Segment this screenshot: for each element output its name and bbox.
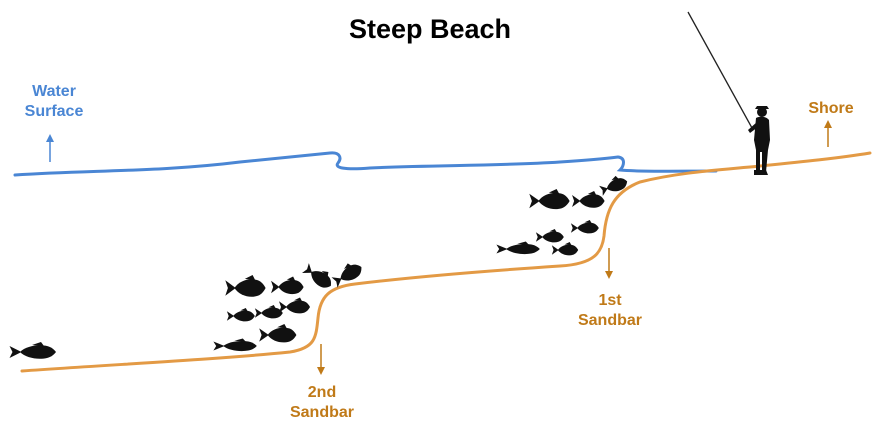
second-sandbar-label-line2: Sandbar [289, 404, 354, 421]
fish-icon [301, 259, 337, 292]
first-sandbar-label: 1st Sandbar [570, 291, 650, 331]
second-sandbar-label: 2nd Sandbar [282, 383, 362, 423]
water-surface-label-line2: Surface [24, 103, 84, 120]
water-surface-arrow [46, 134, 54, 162]
water-surface-line [13, 151, 718, 177]
fish-icon [9, 342, 56, 359]
fisherman-icon [687, 11, 770, 175]
fish-icon [496, 241, 540, 255]
fish-icon [535, 229, 564, 243]
first-sandbar-label-line1: 1st [598, 292, 622, 309]
shore-arrow [824, 120, 832, 147]
sea-floor-line [20, 151, 872, 373]
fish-icon [226, 308, 255, 322]
fish-icon [570, 220, 599, 234]
first-sandbar-arrow [605, 248, 613, 279]
fish-icon [572, 191, 605, 208]
fish-icon [551, 242, 579, 256]
shore-label: Shore [808, 100, 854, 117]
second-sandbar-arrow [317, 344, 325, 375]
water-surface-label: Water Surface [14, 82, 94, 122]
fish-icon [529, 189, 570, 210]
fish-icon [279, 297, 310, 314]
water-surface-label-line1: Water [32, 83, 76, 100]
fish-icon [213, 338, 257, 352]
fish-icon [597, 172, 630, 197]
fish-icon [271, 276, 304, 295]
diagram-title: Steep Beach [348, 14, 512, 44]
fish-icon [259, 324, 297, 343]
first-sandbar-label-line2: Sandbar [577, 312, 642, 329]
second-sandbar-label-line1: 2nd [307, 384, 337, 401]
fish-icon [225, 275, 266, 297]
fish-icon [254, 305, 283, 319]
